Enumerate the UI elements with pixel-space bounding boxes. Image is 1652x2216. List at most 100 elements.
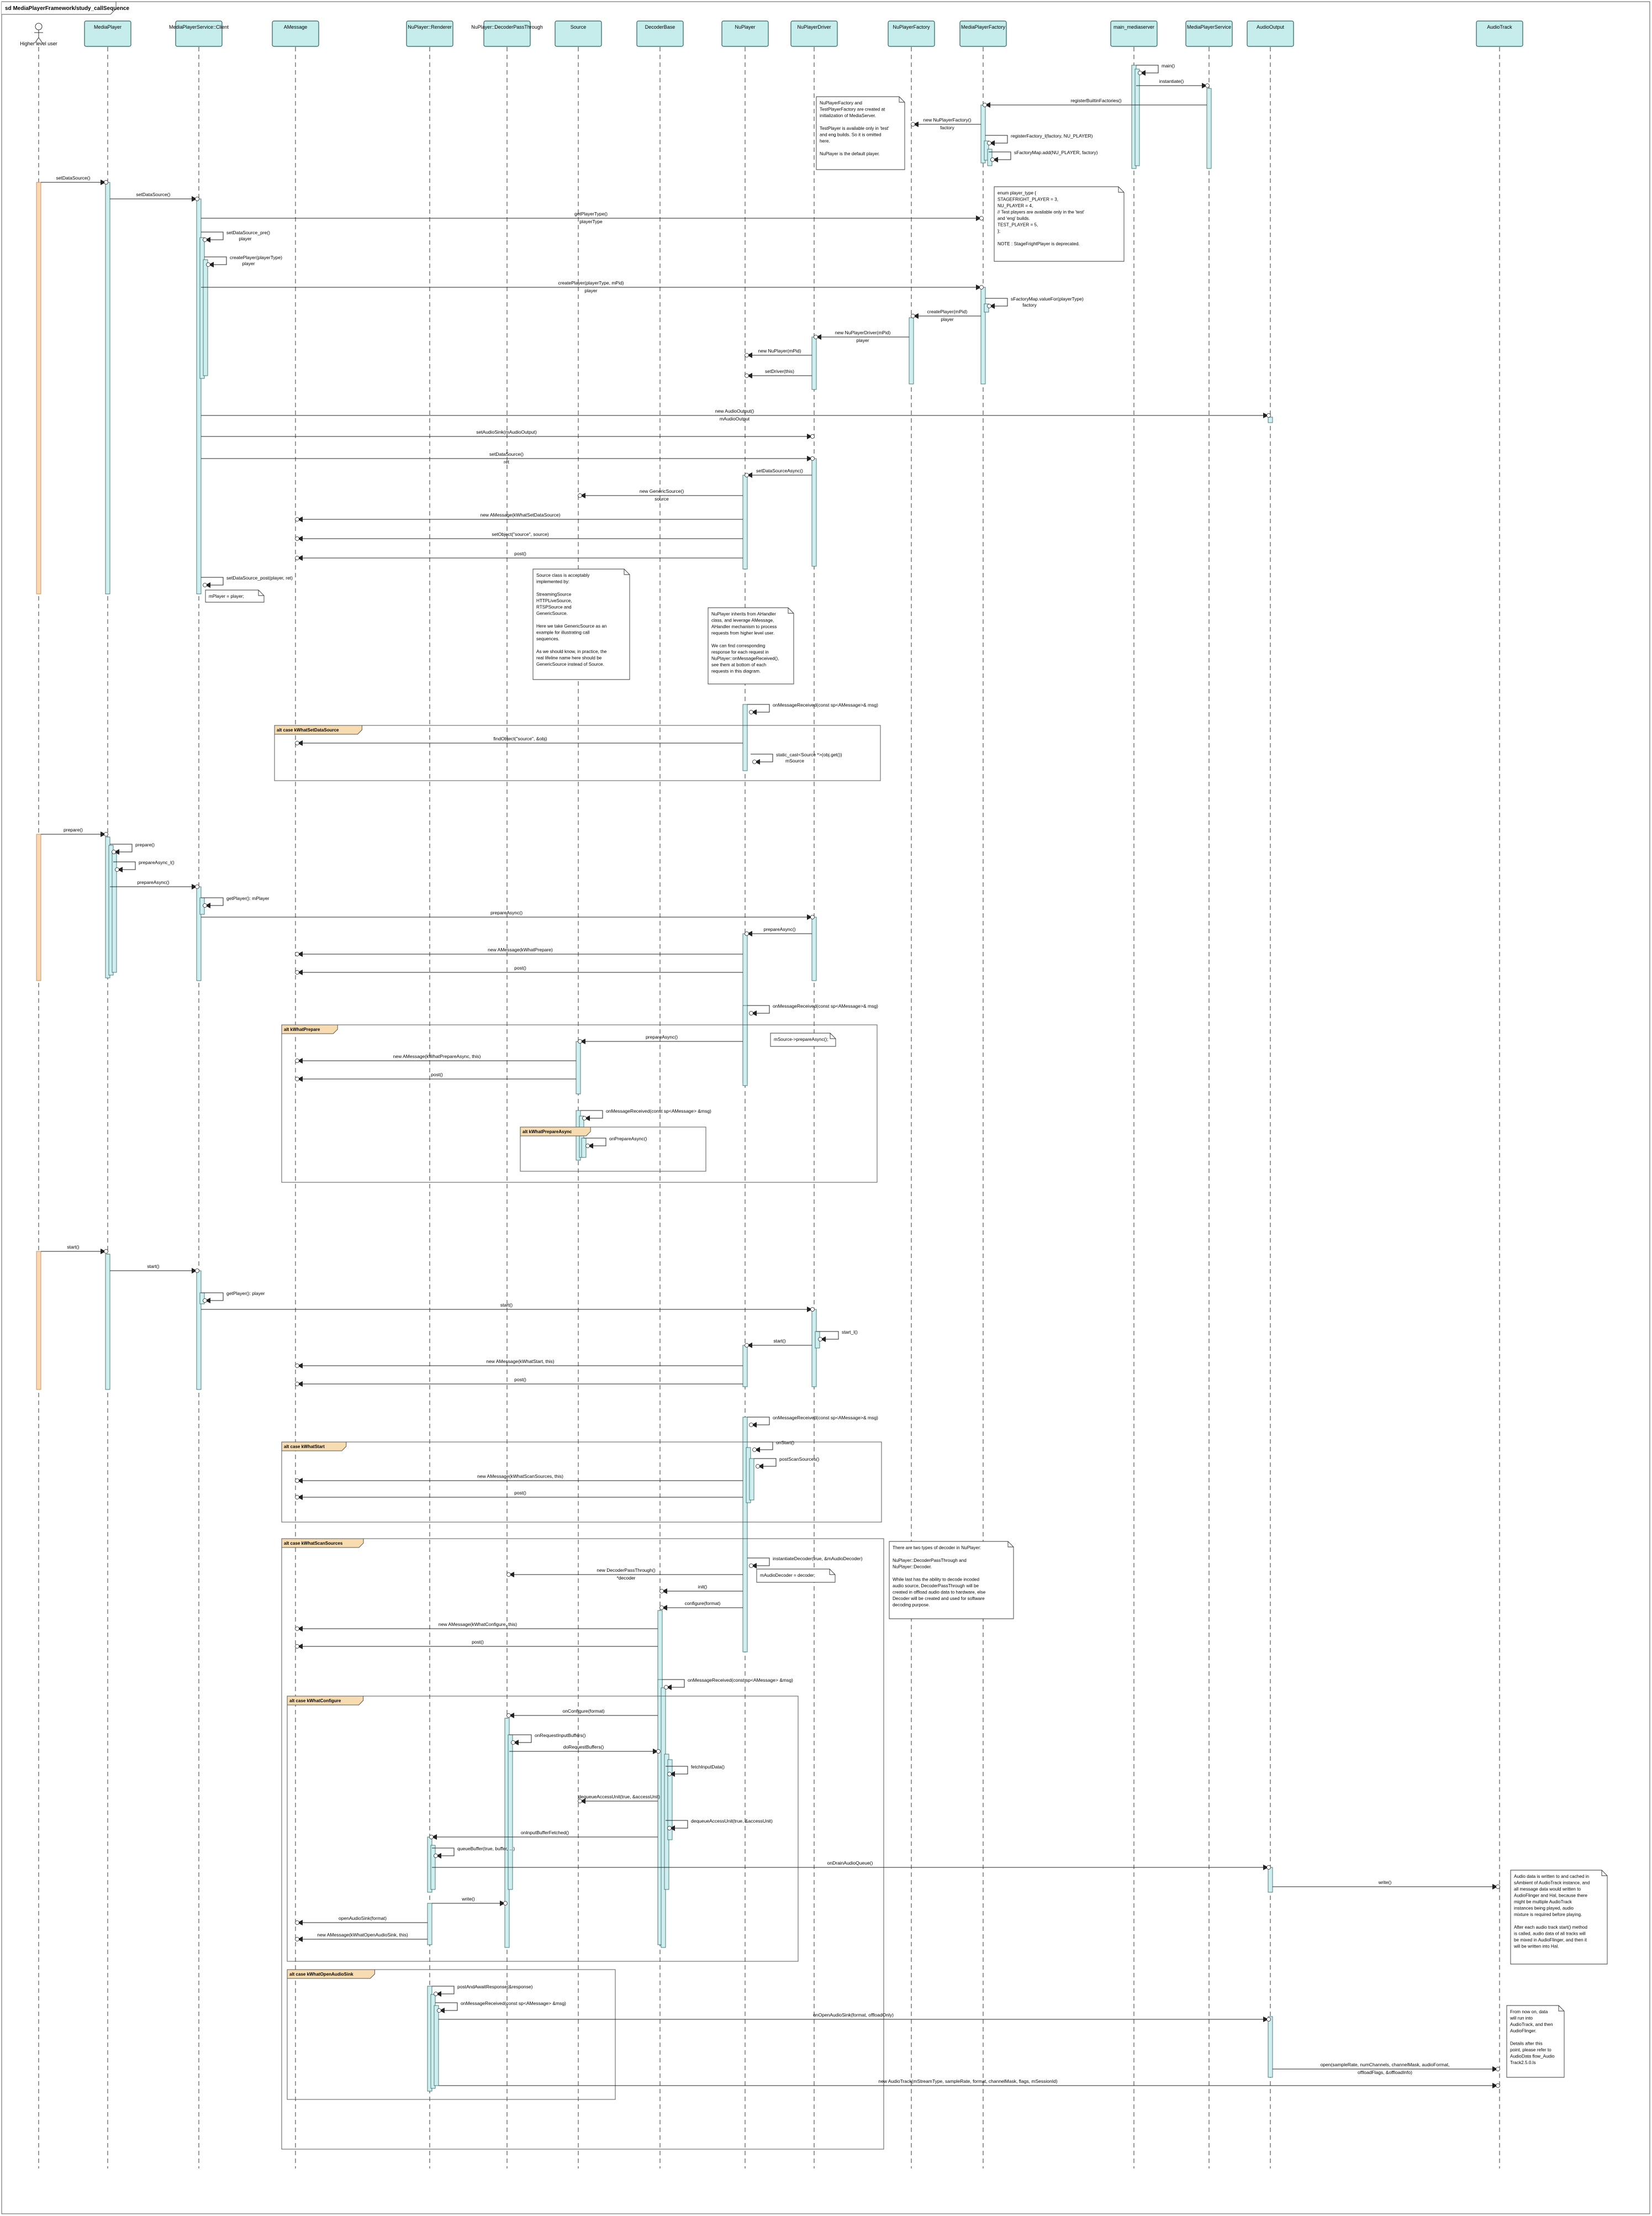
participant-label: AudioTrack [1487, 24, 1512, 30]
participant-box [555, 20, 602, 47]
fragment-label: alt case kWhatScanSources [284, 1541, 343, 1546]
participant-label: DecoderBase [645, 24, 675, 30]
message-arrow [747, 1417, 770, 1428]
message-end-point [659, 1606, 664, 1610]
note-line: RTSPSource and [536, 605, 572, 610]
activation-bar [1268, 417, 1273, 423]
participant-label: MediaPlayer [94, 24, 122, 30]
activation-bar [427, 1903, 432, 1945]
message: setDriver(this) [745, 369, 812, 378]
note-line: response for each request in [711, 650, 769, 655]
note-line: NuPlayer is the default player. [820, 151, 880, 156]
fragment-tab [287, 1969, 375, 1979]
message: onMessageReceived(const sp<AMessage> &ms… [580, 1108, 711, 1121]
message: setObject("source", source) [295, 531, 743, 541]
note-line: real lifeline name here should be [536, 656, 602, 661]
note-fold [899, 97, 905, 103]
note-line: Decoder will be created and used for sof… [893, 1596, 985, 1601]
message: write() [432, 1896, 508, 1906]
message-label: setDriver(this) [765, 369, 794, 374]
message-end-point [429, 1835, 434, 1839]
message-end-point [295, 1059, 299, 1063]
message: getPlayer(): player [201, 1291, 265, 1303]
message-end-point [667, 1826, 672, 1830]
message-arrow [584, 1138, 606, 1149]
message-arrow [754, 1458, 777, 1469]
message: onMessageReceived(const sp<AMessage> &ms… [662, 1677, 793, 1690]
message-end-point [195, 197, 199, 201]
message-end-point [506, 1713, 511, 1718]
message-label: onMessageReceived(const sp<AMessage>& ms… [773, 1415, 878, 1420]
message-label: onMessageReceived(const sp<AMessage> &ms… [606, 1108, 711, 1114]
message-label: write() [1378, 1880, 1392, 1885]
message-label: post() [431, 1072, 443, 1077]
message-label: onConfigure(format) [562, 1708, 604, 1714]
note-line: here. [820, 139, 830, 144]
message-arrow [201, 231, 224, 243]
activation-bar [1268, 2016, 1273, 2078]
message-arrow [509, 1734, 532, 1745]
message-label: new AMessage(kWhatStart, this) [486, 1359, 554, 1364]
message: new AudioTrack(mStreamType, sampleRate, … [439, 2078, 1500, 2088]
note-line: see them at bottom of each [711, 662, 767, 667]
message-label: configure(format) [685, 1601, 721, 1606]
note-line: AudioTrack, and then [1510, 2022, 1553, 2027]
note: mPlayer = player; [205, 589, 265, 603]
message-label: findObject("source", &obj) [493, 736, 547, 741]
message-end-point [503, 1901, 508, 1906]
message-end-point [1266, 1865, 1271, 1870]
message: new AudioOutput()mAudioOutput [201, 408, 1271, 422]
message-end-point [104, 832, 108, 836]
note-line: enum player_type { [997, 191, 1036, 196]
message-arrow [110, 844, 133, 855]
activation-bar [667, 1759, 673, 1840]
activation-bar [196, 1270, 202, 1390]
note-line: Audio data is written to and cached in [1514, 1874, 1590, 1879]
message-label: new AMessage(kWhatScanSources, this) [477, 1473, 563, 1479]
note-line: might be multiple AudioTrack [1514, 1899, 1572, 1904]
message: onPrepareAsync() [584, 1136, 647, 1149]
message-label: fetchInputData() [691, 1764, 725, 1770]
participant-box [1476, 20, 1523, 47]
message: new AMessage(kWhatScanSources, this) [295, 1473, 743, 1483]
message-arrow [435, 2002, 458, 2013]
message: start() [110, 1264, 199, 1273]
note-line: TEST_PLAYER = 5, [997, 223, 1038, 228]
message-label: prepareAsync() [763, 927, 795, 932]
message-label: onRequestInputBuffers() [535, 1733, 586, 1738]
message-return: factory [940, 125, 954, 130]
combined-fragment [520, 1127, 706, 1172]
message-return: player [584, 288, 597, 293]
fragment-label: alt case kWhatStart [284, 1444, 325, 1449]
message-arrow [747, 704, 770, 715]
message-end-point [810, 1307, 815, 1312]
message-end-point [745, 373, 749, 378]
combined-fragment [281, 1441, 882, 1523]
message: onStart() [751, 1440, 794, 1452]
note-line: Here we take GenericSource as an [536, 624, 607, 629]
message-end-point [1138, 71, 1142, 75]
note-box [205, 589, 265, 603]
participant-label: Higher level user [20, 41, 57, 46]
note-line: GenericSource instead of Source. [536, 662, 604, 667]
note-line: StreamingSource [536, 592, 572, 597]
note-line: sequences. [536, 636, 560, 641]
fragment-tab [287, 1696, 364, 1706]
message-label: setDataSource() [56, 175, 91, 181]
note-line: created in offload audio data to hardwar… [893, 1590, 986, 1595]
message: start_l() [816, 1329, 858, 1342]
note-line: As we should know, in practice, the [536, 649, 607, 654]
message-label: onStart() [776, 1440, 794, 1445]
activation-bar [36, 1251, 41, 1390]
fragment-label: alt case kWhatOpenAudioSink [289, 1972, 353, 1977]
note-fold [830, 1033, 836, 1039]
message: prepareAsync() [201, 910, 815, 920]
combined-fragment [274, 725, 881, 781]
combined-fragment [287, 1969, 616, 2100]
note-fold [829, 1569, 835, 1575]
message-label: start_l() [842, 1329, 858, 1335]
message: postAndAwaitResponse(&response) [432, 1984, 533, 1997]
activation-bar [811, 917, 817, 981]
